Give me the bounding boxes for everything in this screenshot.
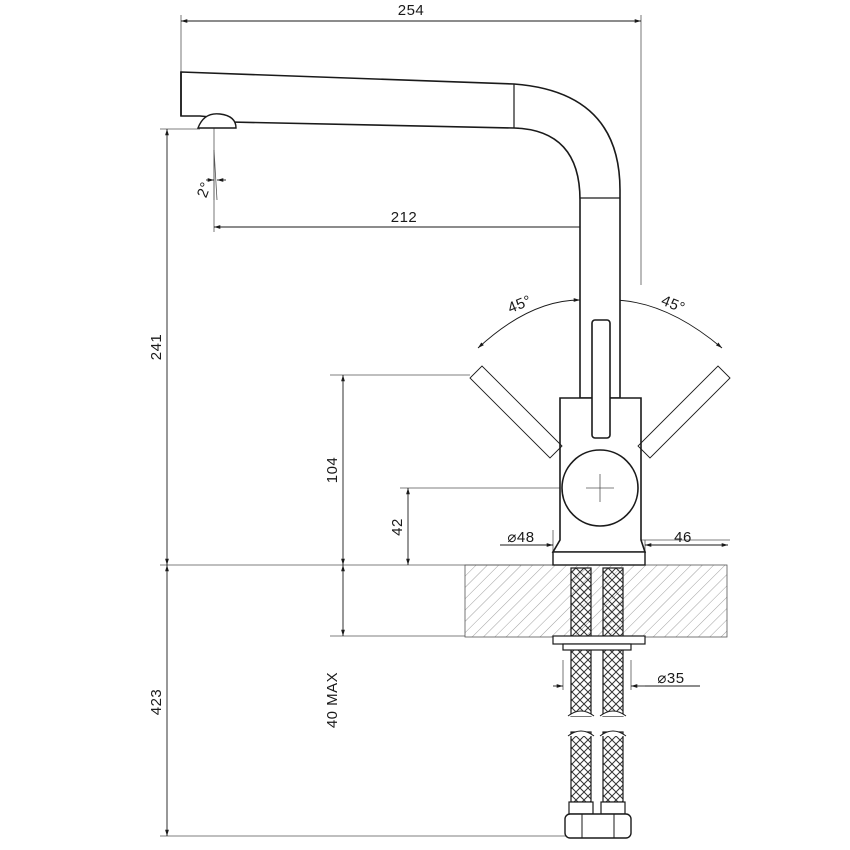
label-45-left: 45° — [505, 292, 534, 317]
spout — [180, 71, 621, 399]
label-45-right: 45° — [659, 292, 688, 317]
aerator — [196, 113, 237, 129]
label-35: ⌀35 — [657, 670, 684, 687]
faucet-body — [180, 71, 731, 566]
label-40-max: 40 MAX — [324, 672, 341, 728]
label-254: 254 — [398, 2, 425, 19]
handle-right-position — [637, 365, 731, 459]
countertop-section — [464, 564, 728, 638]
label-2-deg: 2° — [194, 180, 215, 200]
dimension-labels: 254 212 2° 241 104 42 423 40 MAX ⌀48 46 … — [148, 2, 692, 728]
extension-lines — [160, 15, 730, 837]
base-ring — [552, 551, 646, 566]
hose-nut — [564, 813, 632, 839]
supply-hoses — [552, 567, 646, 839]
label-241: 241 — [148, 334, 165, 361]
label-423: 423 — [148, 689, 165, 716]
handle-left-position — [469, 365, 563, 459]
dimension-lines — [165, 19, 728, 836]
fixing-plate — [552, 635, 646, 645]
label-42: 42 — [389, 518, 406, 536]
handle-lever — [591, 319, 611, 439]
label-104: 104 — [324, 457, 341, 484]
label-46: 46 — [674, 529, 692, 546]
label-48: ⌀48 — [507, 529, 534, 546]
label-212: 212 — [391, 209, 418, 226]
